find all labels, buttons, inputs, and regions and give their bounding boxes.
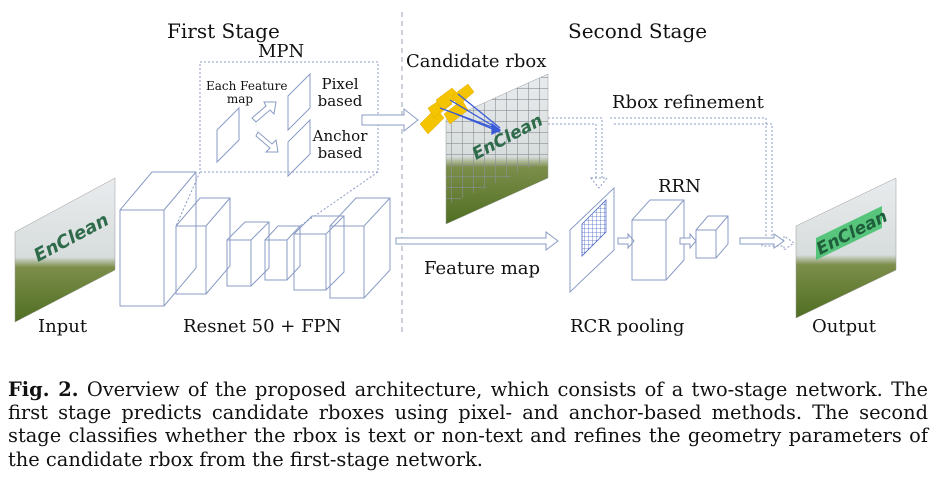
second-stage-title: Second Stage (568, 19, 708, 43)
output-label: Output (812, 316, 876, 337)
architecture-diagram: EnClean (14, 12, 897, 337)
mpn-title: MPN (258, 41, 305, 62)
backbone-label: Resnet 50 + FPN (183, 316, 342, 337)
mpn-to-candidate-arrow (361, 107, 419, 133)
rbox-refinement-path (548, 117, 795, 251)
candidate-rbox-image: EnClean (419, 73, 549, 225)
rcr-pooling-label: RCR pooling (570, 316, 685, 337)
first-stage-title: First Stage (167, 19, 280, 43)
feature-map-arrow (395, 231, 559, 251)
anchor-based-label: Anchor based (312, 127, 368, 163)
rrn-blocks (631, 199, 729, 281)
backbone-blocks (119, 171, 391, 307)
output-image: EnClean (795, 177, 897, 319)
mpn-content (216, 72, 311, 178)
feature-map-label: Feature map (424, 258, 541, 279)
each-feature-map-label: Each Feature map (206, 79, 288, 107)
figure-number: Fig. 2. (8, 378, 79, 401)
rrn-label: RRN (658, 176, 701, 197)
caption-text: Overview of the proposed architecture, w… (8, 378, 929, 471)
figure-caption: Fig. 2. Overview of the proposed archite… (8, 378, 928, 471)
pixel-based-label: Pixel based (317, 75, 363, 111)
input-image: EnClean (14, 177, 116, 323)
rcr-pooling-block (569, 186, 615, 294)
input-label: Input (38, 316, 88, 337)
rbox-refinement-label: Rbox refinement (612, 92, 764, 113)
candidate-rbox-label: Candidate rbox (406, 51, 547, 72)
